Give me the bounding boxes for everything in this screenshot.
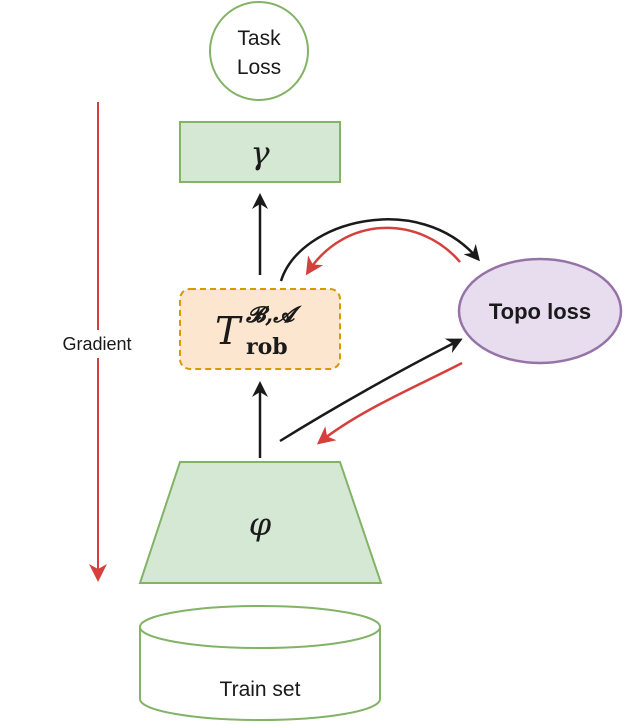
gradient-indicator: Gradient — [62, 102, 132, 582]
arrow-topo-to-trob-gradient — [305, 226, 461, 276]
train-set-label: Train set — [220, 678, 301, 701]
task-loss-node: Task Loss — [209, 1, 309, 101]
t-rob-subscript: rob — [246, 334, 288, 360]
train-set-node: Train set — [139, 605, 381, 721]
arrow-phi-to-topo — [279, 338, 463, 443]
gradient-label: Gradient — [62, 334, 131, 354]
t-rob-node: T 𝓑,𝓐 rob — [179, 288, 341, 370]
t-rob-base: T — [215, 309, 243, 353]
task-loss-label-line2: Loss — [237, 56, 281, 79]
gamma-symbol: γ — [250, 134, 270, 172]
topo-loss-label: Topo loss — [489, 299, 591, 324]
arrow-trob-to-topo — [279, 218, 480, 282]
gamma-node: γ — [179, 121, 341, 183]
phi-symbol: φ — [249, 505, 272, 543]
phi-node: φ — [138, 461, 383, 584]
t-rob-superscript: 𝓑,𝓐 — [245, 302, 302, 328]
task-loss-label-line1: Task — [237, 27, 281, 50]
arrow-topo-to-phi-gradient — [316, 361, 463, 445]
topo-loss-node: Topo loss — [457, 257, 623, 365]
